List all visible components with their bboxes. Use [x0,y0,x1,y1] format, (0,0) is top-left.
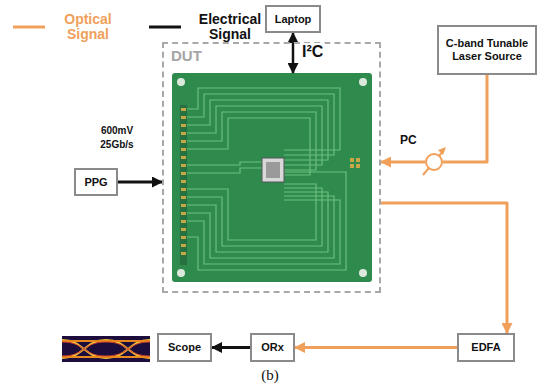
pc-arrowhead [438,147,446,155]
legend-text: Electrical Signal [188,12,272,43]
signal-connector [292,33,295,73]
box-label: C-band Tunable Laser Source [443,37,531,62]
legend-line [148,22,182,32]
legend-entry: Electrical Signal [148,12,272,43]
signal-connector [212,346,250,349]
source-box: C-band Tunable Laser Source [437,25,537,75]
box-label: Laptop [275,13,312,26]
bus-label: I²C [300,43,325,61]
legend-line [12,22,46,32]
legend-entry: Optical Signal [12,12,124,43]
signal-connector [295,346,457,349]
pcb-traces [187,88,346,270]
legend-text: Optical Signal [52,12,124,43]
instrument-box: Scope [157,333,212,362]
box-label: Scope [168,341,201,354]
pin-header [180,105,187,265]
signal-connector [118,181,162,184]
signal-spec: 25Gb/s [82,139,152,150]
region-label: DUT [171,47,202,64]
polarization-controller: PC [425,153,443,171]
amplifier-box: EDFA [457,333,515,362]
dut-region: DUT [162,42,381,293]
box-label: PPG [84,176,107,189]
signal-connector [381,161,425,164]
device-box: Laptop [265,5,321,33]
chip-die [266,162,280,178]
pcb-board [172,73,372,282]
chip [262,158,284,182]
instrument-box: PPG [74,168,118,196]
figure-caption: (b) [0,367,540,384]
pc-circle [425,153,443,171]
signal-connector [443,75,487,162]
signal-spec: 600mV [82,125,152,136]
region-label: PC [400,133,417,147]
box-label: ORx [261,341,284,354]
mounting-holes [177,78,367,277]
pads [350,158,360,168]
pc-arrow [423,150,444,175]
box-label: EDFA [471,341,500,354]
receiver-box: ORx [250,333,295,362]
eye-diagram [62,336,150,362]
signal-connector [381,203,507,333]
